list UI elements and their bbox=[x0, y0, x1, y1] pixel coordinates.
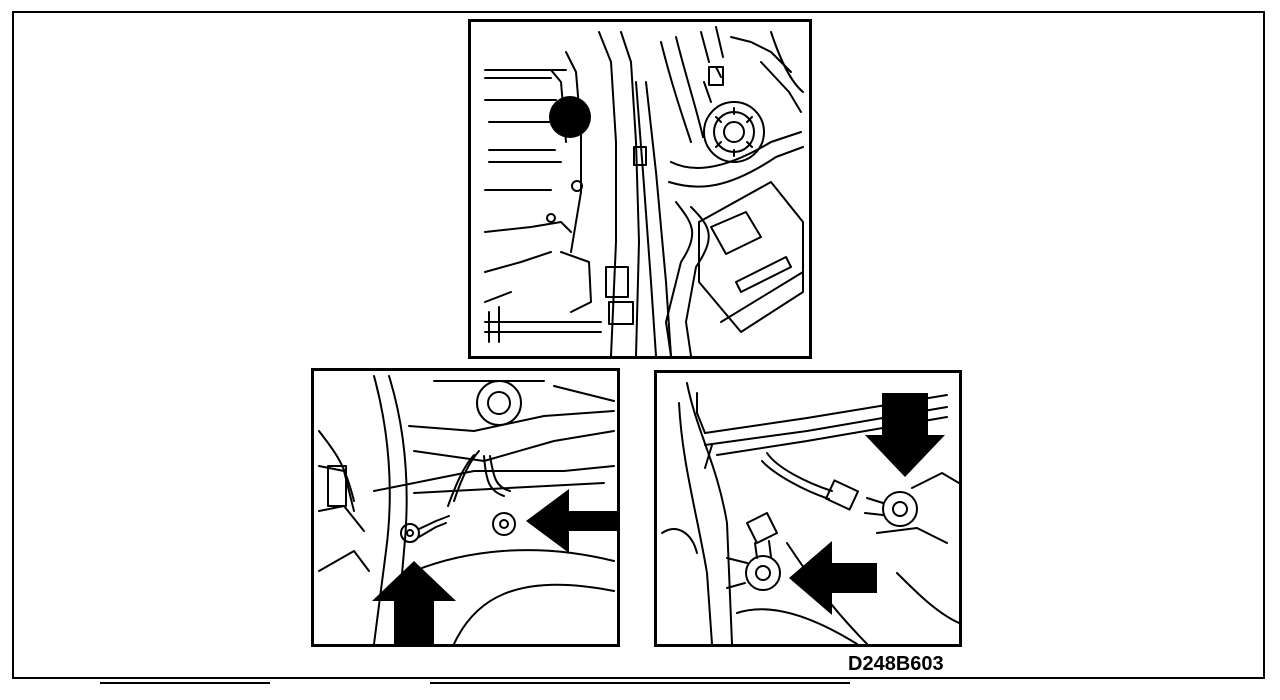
overview-illustration-panel bbox=[468, 19, 812, 359]
pointer-arrow-left bbox=[789, 541, 877, 615]
figure-reference-code: D248B603 bbox=[848, 653, 944, 675]
scan-artifact-line bbox=[430, 682, 850, 684]
pointer-arrow-left bbox=[526, 489, 617, 553]
detail-left-illustration-panel bbox=[311, 368, 620, 647]
location-marker-dot bbox=[549, 96, 591, 138]
pointer-arrow-up bbox=[372, 561, 456, 644]
detail-left-drawing bbox=[318, 375, 617, 644]
pointer-arrow-down bbox=[865, 393, 945, 477]
detail-right-drawing bbox=[661, 382, 959, 644]
engine-bay-overview-drawing bbox=[484, 26, 804, 356]
detail-right-illustration-panel bbox=[654, 370, 962, 647]
scan-artifact-line bbox=[100, 682, 270, 684]
figure-frame bbox=[12, 11, 1265, 679]
